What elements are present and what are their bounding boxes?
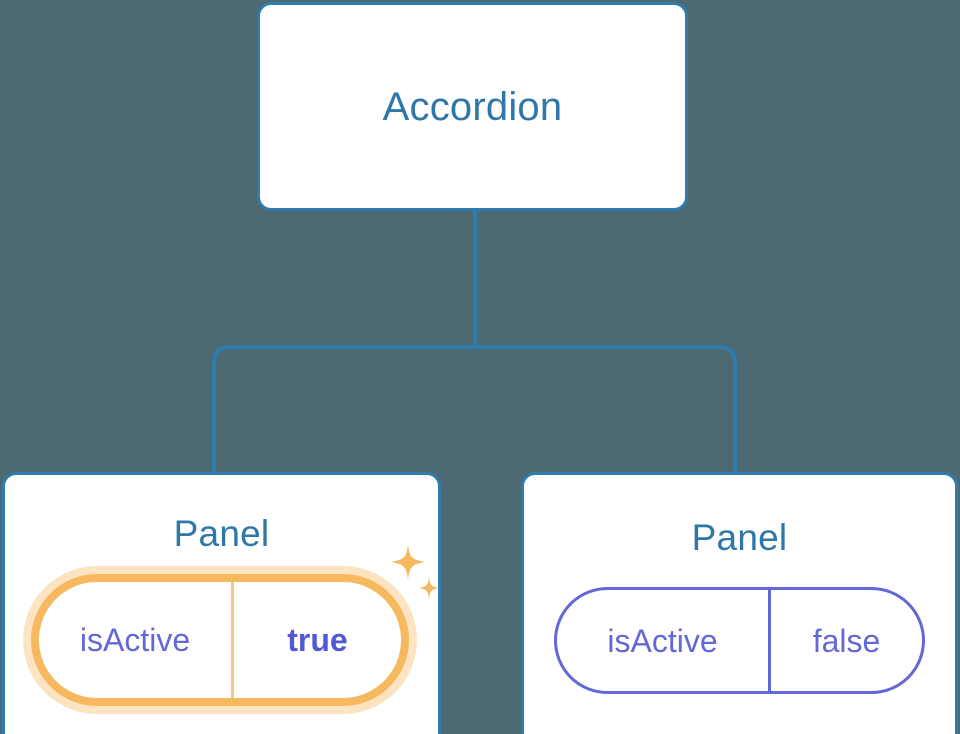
connector-branch-bar [212, 345, 737, 472]
node-accordion-title: Accordion [382, 84, 563, 129]
prop-pill-isactive-false[interactable]: isActive false [554, 587, 925, 694]
prop-value-label: true [287, 622, 348, 658]
prop-key-label: isActive [39, 582, 234, 698]
prop-key-label: isActive [557, 590, 771, 691]
prop-pill-isactive-true[interactable]: isActive true [31, 574, 409, 706]
node-accordion[interactable]: Accordion [257, 2, 688, 211]
node-panel-right-title: Panel [691, 517, 788, 558]
node-panel-left-title: Panel [173, 513, 270, 554]
prop-value-label: false [812, 622, 881, 659]
